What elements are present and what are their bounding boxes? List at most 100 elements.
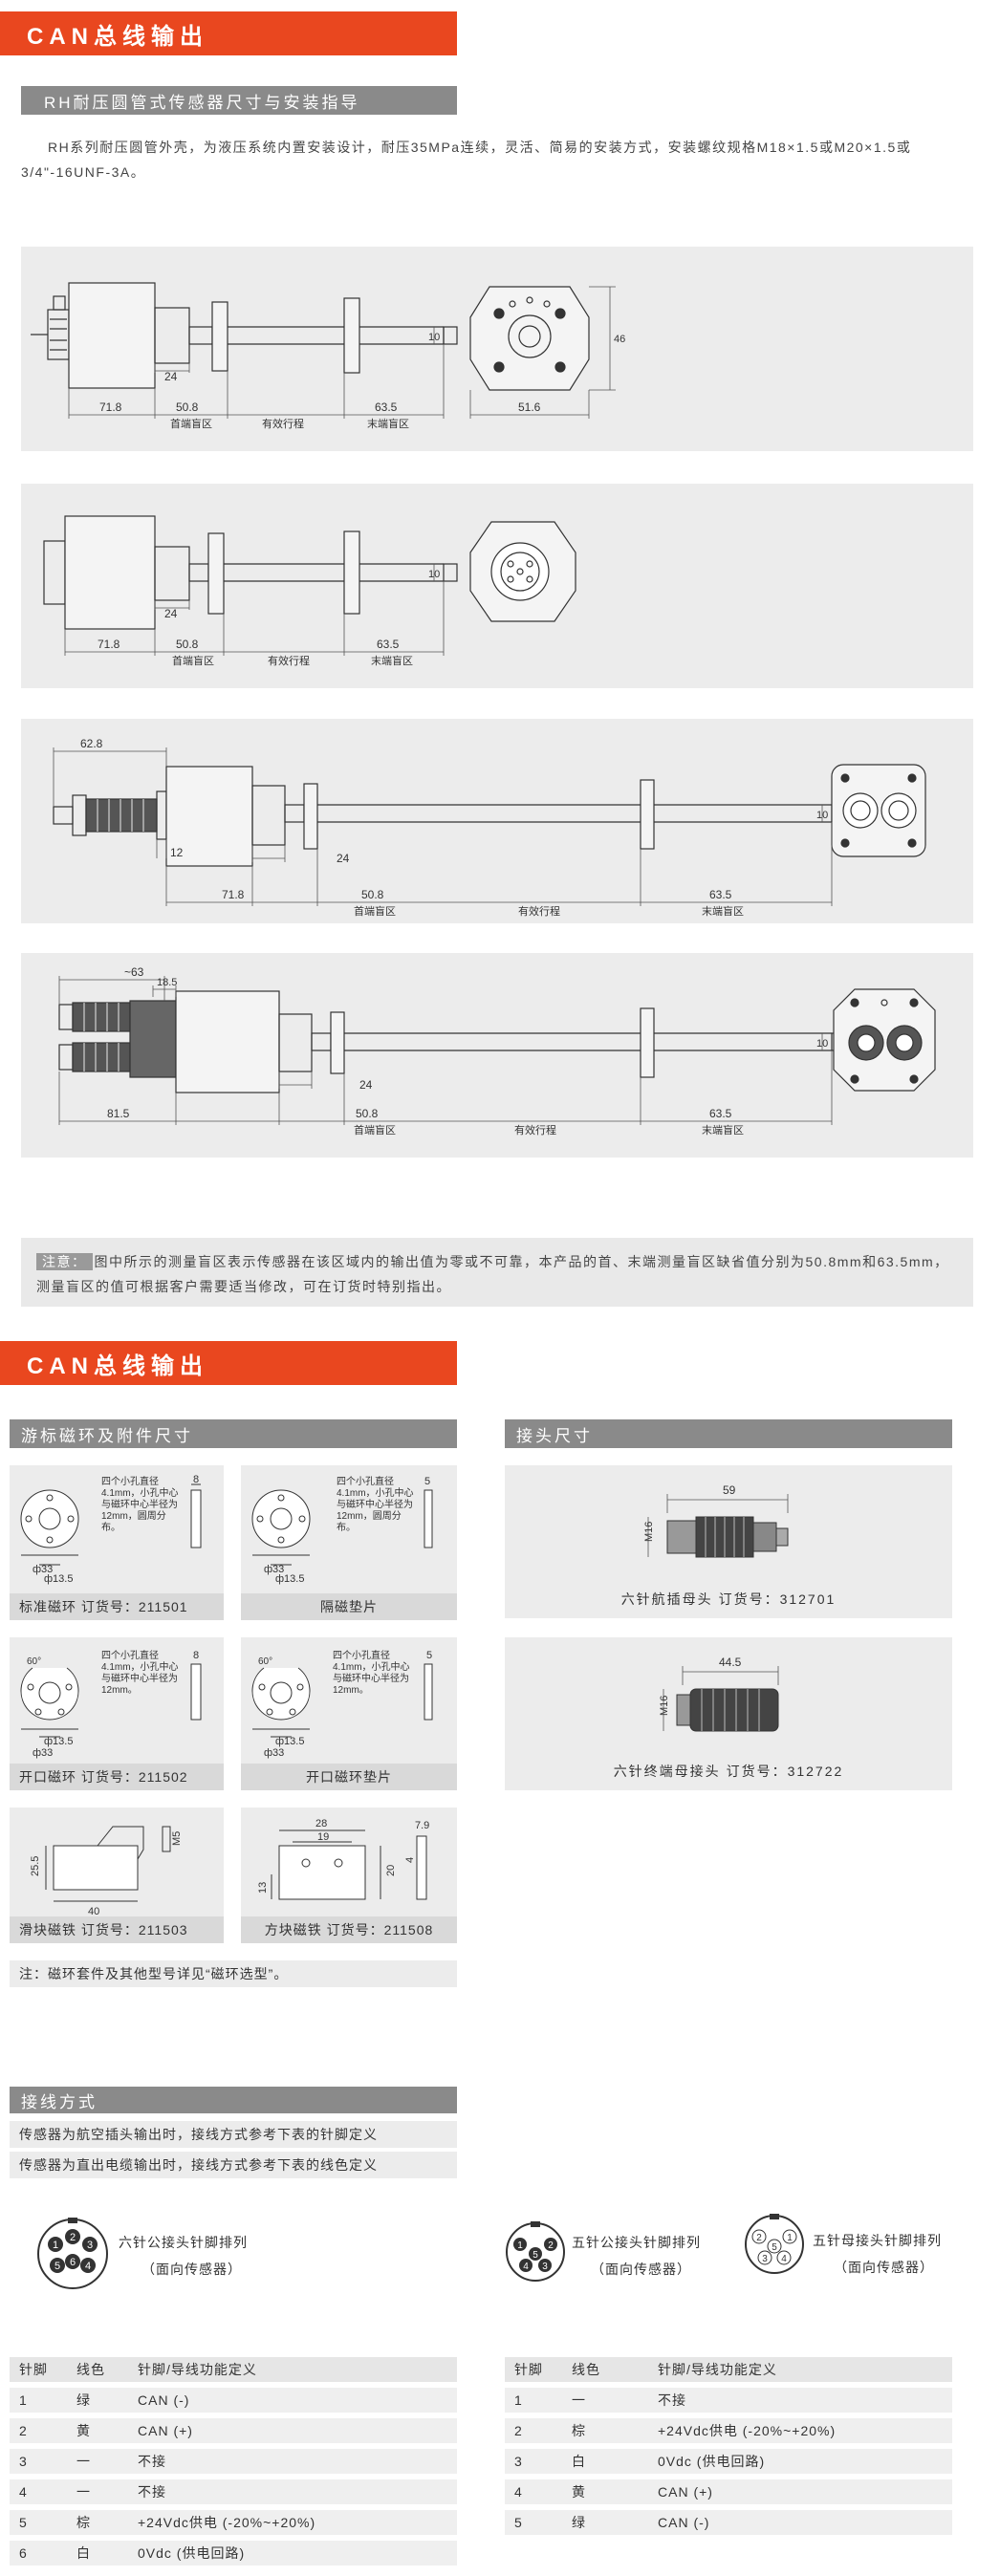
table-header-row: 针脚 线色 针脚/导线功能定义 xyxy=(10,2357,457,2382)
connector-card-312701: 59 M16 六针航插母头 订货号：312701 xyxy=(505,1465,952,1618)
magnet-card-spacer: ф33 ф13.5 5 四个小孔直径4.1mm，小孔中心与磁环中心半径为12mm… xyxy=(241,1465,457,1620)
magnet-caption: 方块磁铁 订货号：211508 xyxy=(241,1916,457,1943)
magnet-card-block: 28 19 13 20 7.9 4 方块磁铁 订货号：211508 xyxy=(241,1808,457,1943)
cell-def: CAN (-) xyxy=(648,2510,952,2535)
intro-paragraph: RH系列耐压圆管外壳，为液压系统内置安装设计，耐压35MPa连续，灵活、简易的安… xyxy=(21,140,912,180)
note-blind-zone: 注意：图中所示的测量盲区表示传感器在该区域内的输出值为零或不可靠，本产品的首、末… xyxy=(21,1238,973,1307)
five-female-sub: （面向传感器） xyxy=(834,2260,934,2275)
block-h2: 20 xyxy=(385,1865,397,1876)
magnet-d1: ф33 xyxy=(264,1564,284,1575)
cell-def: CAN (+) xyxy=(648,2479,952,2504)
cell-pin: 3 xyxy=(505,2449,562,2474)
magnet-caption: 隔磁垫片 xyxy=(241,1593,457,1620)
subtitle-bar: RH耐压圆管式传感器尺寸与安装指导 xyxy=(21,86,457,115)
header-color: 线色 xyxy=(67,2357,128,2382)
magnet-d2: ф13.5 xyxy=(275,1736,304,1747)
block-thickness: 7.9 xyxy=(415,1820,429,1831)
magnet-caption: 滑块磁铁 订货号：211503 xyxy=(10,1916,224,1943)
section-title-text: CAN总线输出 xyxy=(27,23,208,50)
svg-text:2: 2 xyxy=(70,2232,76,2243)
cell-def: +24Vdc供电 (-20%~+20%) xyxy=(648,2418,952,2443)
magnet-d1: ф33 xyxy=(33,1564,53,1575)
cell-pin: 4 xyxy=(10,2479,67,2504)
wiring-title-bar: 接线方式 xyxy=(10,2087,457,2113)
magnet-desc: 四个小孔直径4.1mm，小孔中心与磁环中心半径为12mm，圆周分布。 xyxy=(101,1477,179,1533)
svg-text:5: 5 xyxy=(533,2250,538,2261)
magnet-thickness: 5 xyxy=(424,1476,430,1487)
svg-text:4: 4 xyxy=(523,2262,529,2272)
subtitle-text: RH耐压圆管式传感器尺寸与安装指导 xyxy=(44,93,360,112)
dim-a: 71.8 xyxy=(222,888,245,901)
magnet-caption: 开口磁环垫片 xyxy=(241,1764,457,1790)
sensor-drawing-4: 81.5 50.8 63.5 24 10 ~63 18.5 首端盲区 有效行程 … xyxy=(58,965,936,1136)
dim-f: 46 xyxy=(614,334,625,345)
zone-active: 有效行程 xyxy=(268,654,310,667)
magnets-title-bar: 游标磁环及附件尺寸 xyxy=(10,1419,457,1448)
header-pin: 针脚 xyxy=(10,2357,67,2382)
zone-head: 首端盲区 xyxy=(170,417,212,430)
cell-color: 棕 xyxy=(67,2510,128,2535)
magnet-d2: ф13.5 xyxy=(275,1573,304,1585)
five-pin-female-icon: 1 2 3 4 5 xyxy=(745,2214,804,2274)
cell-pin: 2 xyxy=(505,2418,562,2443)
cell-def: 不接 xyxy=(648,2388,952,2413)
cell-pin: 3 xyxy=(10,2449,67,2474)
connector-card-312722: 44.5 M16 六针终端母接头 订货号：312722 xyxy=(505,1637,952,1790)
cell-def: 不接 xyxy=(128,2449,457,2474)
dim-b: 50.8 xyxy=(361,888,384,901)
sensor-drawing-2: 71.8 50.8 63.5 24 10 首端盲区 有效行程 末端盲区 xyxy=(43,515,576,667)
cell-pin: 5 xyxy=(505,2510,562,2535)
wiring-title: 接线方式 xyxy=(21,2092,98,2111)
header-pin: 针脚 xyxy=(505,2357,562,2382)
magnets-title: 游标磁环及附件尺寸 xyxy=(21,1426,193,1445)
svg-text:1: 1 xyxy=(517,2240,523,2251)
dim-b: 50.8 xyxy=(176,638,199,651)
zone-tail: 末端盲区 xyxy=(367,417,409,430)
svg-text:3: 3 xyxy=(762,2254,768,2264)
cell-def: +24Vdc供电 (-20%~+20%) xyxy=(128,2510,457,2535)
dim-d: 24 xyxy=(359,1078,373,1092)
note-text: 图中所示的测量盲区表示传感器在该区域内的输出值为零或不可靠，本产品的首、末端测量… xyxy=(36,1254,949,1294)
six-pin-label: 六针公接头针脚排列 xyxy=(119,2235,248,2250)
magnet-desc: 四个小孔直径4.1mm，小孔中心与磁环中心半径为12mm。 xyxy=(101,1651,179,1696)
dim-i: 18.5 xyxy=(157,977,177,988)
magnet-desc: 四个小孔直径4.1mm，小孔中心与磁环中心半径为12mm，圆周分布。 xyxy=(337,1477,414,1533)
dim-c: 63.5 xyxy=(377,638,400,651)
cell-pin: 1 xyxy=(10,2388,67,2413)
dim-c: 63.5 xyxy=(709,888,732,901)
magnet-d1: ф33 xyxy=(33,1747,53,1759)
drawing-panel-1: 71.8 50.8 63.5 24 10 46 51.6 首端盲区 有效行程 末… xyxy=(21,247,973,451)
open-ring-drawing: 60° ф33 ф13.5 8 xyxy=(20,1650,202,1759)
svg-text:5: 5 xyxy=(772,2242,777,2253)
section-title-can-output-2: CAN总线输出 xyxy=(0,1341,457,1385)
dim-c: 63.5 xyxy=(375,400,398,414)
header-def: 针脚/导线功能定义 xyxy=(128,2357,457,2382)
six-pin-sub: （面向传感器） xyxy=(141,2262,242,2277)
connector-length: 44.5 xyxy=(719,1656,742,1669)
magnet-card-standard: ф33 ф13.5 8 四个小孔直径4.1mm，小孔中心与磁环中心半径为12mm… xyxy=(10,1465,224,1620)
wiring-line-cable: 传感器为直出电缆输出时，接线方式参考下表的线色定义 xyxy=(10,2152,457,2178)
zone-head: 首端盲区 xyxy=(354,1123,396,1136)
cell-color: 白 xyxy=(562,2449,648,2474)
zone-active: 有效行程 xyxy=(518,904,560,918)
magnet-note: 注：磁环套件及其他型号详见“磁环选型”。 xyxy=(10,1960,457,1987)
dim-h: 62.8 xyxy=(80,737,103,750)
cell-pin: 5 xyxy=(10,2510,67,2535)
svg-text:3: 3 xyxy=(542,2262,548,2272)
note-tag: 注意： xyxy=(36,1253,93,1270)
block-magnet-drawing: 28 19 13 20 7.9 4 xyxy=(257,1818,429,1900)
cell-color: 黄 xyxy=(562,2479,648,2504)
five-pin-male-icon: 1 2 3 4 5 xyxy=(506,2221,565,2282)
cell-color: 绿 xyxy=(562,2510,648,2535)
header-def: 针脚/导线功能定义 xyxy=(648,2357,952,2382)
svg-text:4: 4 xyxy=(85,2261,91,2272)
svg-text:5: 5 xyxy=(54,2261,60,2272)
six-pin-male-icon: 1 2 3 4 5 6 xyxy=(37,2218,108,2289)
svg-text:6: 6 xyxy=(70,2257,76,2268)
